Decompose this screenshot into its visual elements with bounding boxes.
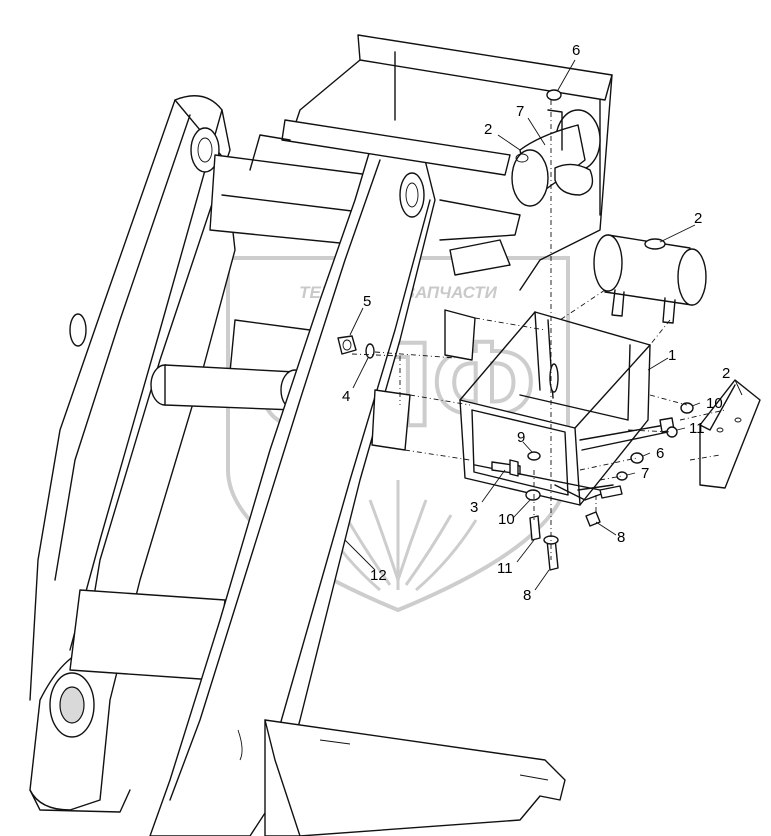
callout-2-upper-tank: 2 [484, 121, 492, 138]
callout-12: 12 [370, 567, 387, 584]
callout-10-lower: 10 [498, 511, 515, 528]
callout-7-lower: 7 [641, 465, 649, 482]
mounting-frame [459, 311, 675, 506]
callout-11-lower: 11 [497, 560, 513, 577]
callout-labels: 6 7 2 2 5 4 1 2 10 11 9 6 7 3 10 8 11 8 … [342, 42, 730, 604]
callout-4: 4 [342, 388, 350, 405]
leader-lines [344, 59, 743, 591]
callout-6-upper: 6 [572, 42, 580, 59]
callout-1: 1 [668, 347, 676, 364]
assembly-lines [351, 100, 726, 560]
callout-10-right: 10 [706, 395, 723, 412]
callout-5: 5 [363, 293, 371, 310]
side-plate [699, 379, 761, 489]
callout-2-side-plate: 2 [722, 365, 730, 382]
callout-6-lower: 6 [656, 445, 664, 462]
fuel-tank-upper [511, 89, 601, 207]
callout-8-lower: 8 [523, 587, 531, 604]
right-boom-arm [149, 143, 476, 836]
callout-2-hydraulic-tank: 2 [694, 210, 702, 227]
callout-11-right: 11 [689, 420, 705, 437]
base-plate [237, 719, 566, 836]
callout-7-upper: 7 [516, 103, 524, 120]
rear-frame [249, 34, 613, 291]
callout-9: 9 [517, 429, 525, 446]
left-boom-arm [29, 95, 236, 813]
hydraulic-tank [593, 234, 707, 324]
callout-3: 3 [470, 499, 478, 516]
fasteners [337, 335, 694, 571]
callout-8-right: 8 [617, 529, 625, 546]
